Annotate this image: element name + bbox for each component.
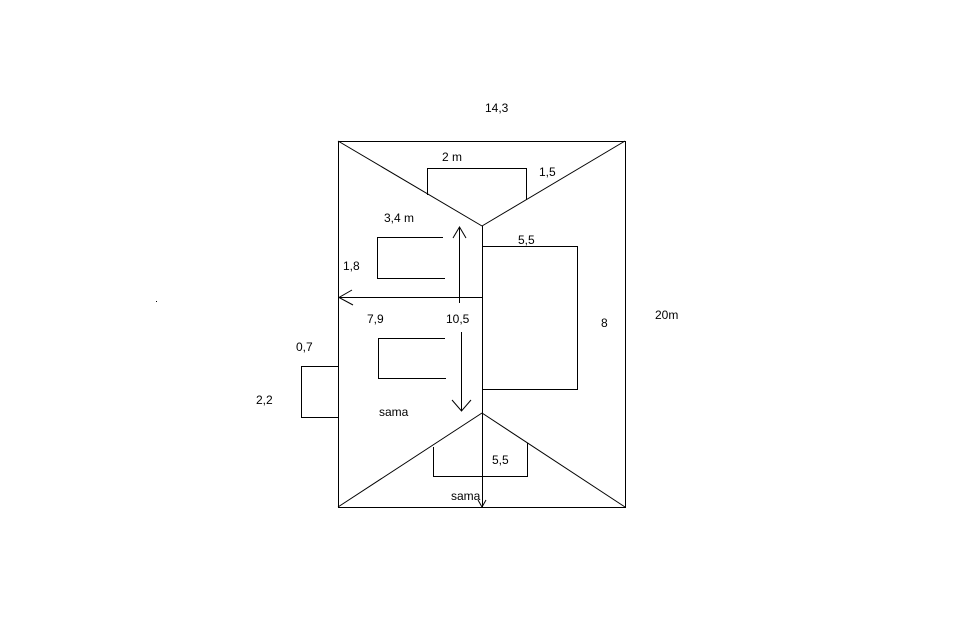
label-overall-height: 20m bbox=[655, 308, 679, 322]
ridge-line bbox=[337, 412, 483, 508]
label-right-box-width: 5,5 bbox=[518, 233, 535, 247]
down-arrow-head bbox=[451, 399, 472, 412]
bottom-box bbox=[433, 443, 528, 477]
label-top-width: 14,3 bbox=[485, 101, 509, 115]
left-arrow-head bbox=[337, 289, 354, 306]
arrow-head bbox=[477, 499, 487, 509]
ridge-line bbox=[337, 140, 483, 227]
label-left-depth: 1,8 bbox=[343, 259, 360, 273]
lower-left-box bbox=[378, 338, 446, 379]
label-top-box-width: 2 m bbox=[442, 150, 463, 164]
label-bottom-box: 5,5 bbox=[492, 453, 509, 467]
ridge-line bbox=[481, 412, 626, 508]
side-box bbox=[301, 366, 338, 418]
label-lower-same: sama bbox=[379, 405, 409, 419]
label-right-box-height: 8 bbox=[601, 316, 608, 330]
label-mid-left: 7,9 bbox=[367, 312, 384, 326]
dot bbox=[156, 301, 157, 302]
label-top-slope: 1,5 bbox=[539, 165, 556, 179]
label-bottom-same: sama bbox=[451, 489, 481, 503]
label-side-box-height: 2,2 bbox=[256, 393, 273, 407]
up-arrow-head bbox=[452, 226, 467, 239]
ridge-line bbox=[481, 140, 626, 227]
top-box bbox=[427, 168, 527, 200]
upper-left-box bbox=[377, 237, 445, 279]
label-center-length: 10,5 bbox=[446, 312, 470, 326]
label-upper-left-box: 3,4 m bbox=[384, 211, 415, 225]
label-side-box-width: 0,7 bbox=[296, 340, 313, 354]
right-box bbox=[482, 246, 578, 390]
